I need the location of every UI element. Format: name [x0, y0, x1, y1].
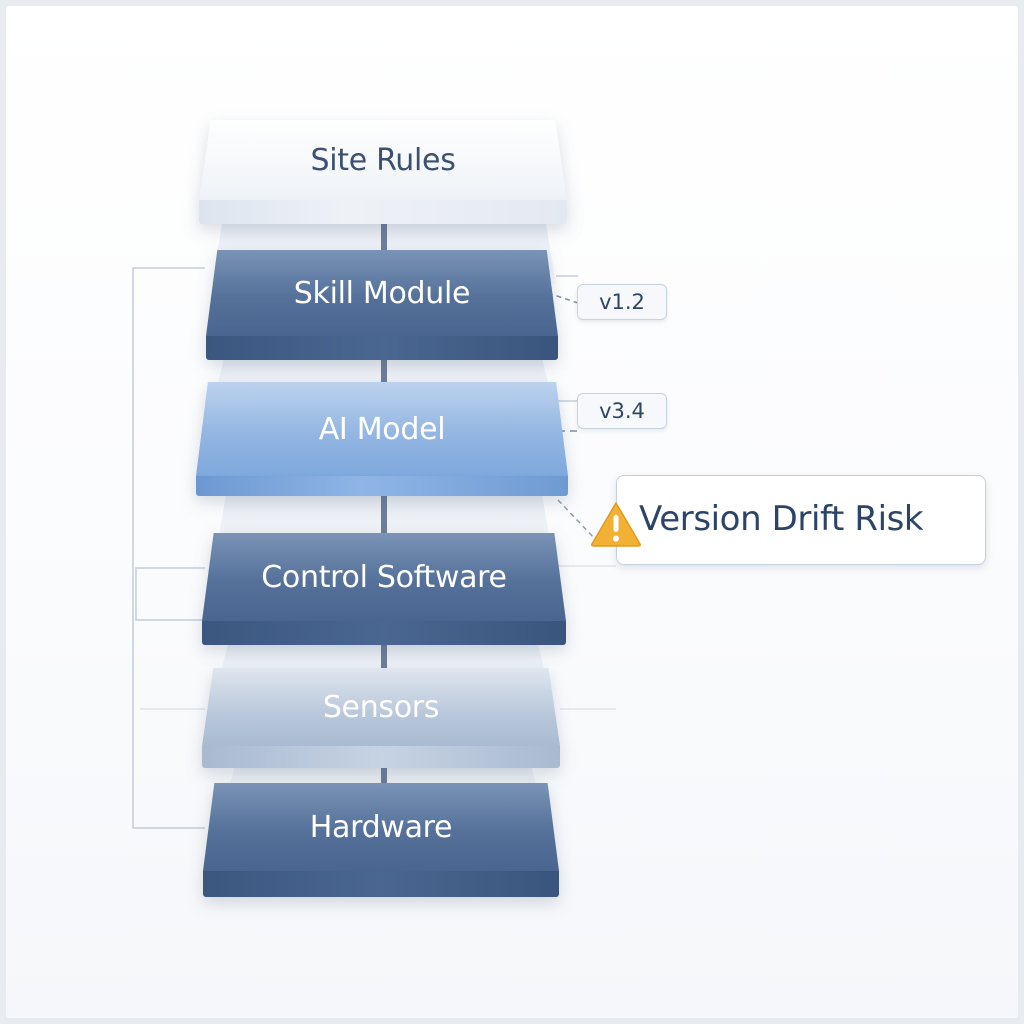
layer-hardware-label: Hardware: [203, 783, 559, 871]
connector-spine: [381, 358, 387, 382]
version-tag-ai-model-text: v3.4: [599, 399, 645, 423]
version-drift-callout: Version Drift Risk: [616, 475, 986, 565]
layer-skill-module-edge: [206, 336, 558, 360]
warning-icon: [591, 502, 641, 547]
layer-hardware: Hardware: [203, 783, 559, 897]
version-tag-skill-module-text: v1.2: [599, 290, 645, 314]
version-tag-ai-model: v3.4: [577, 393, 667, 429]
layer-ai-model: AI Model: [196, 382, 568, 496]
connector-spine: [381, 644, 387, 668]
layer-sensors: Sensors: [202, 668, 560, 768]
layer-control-software-label: Control Software: [202, 533, 566, 621]
connector-spine: [381, 494, 387, 534]
connector-spine: [381, 766, 387, 784]
layer-skill-module: Skill Module: [206, 250, 558, 360]
layer-skill-module-label: Skill Module: [206, 250, 558, 336]
layer-hardware-edge: [203, 871, 559, 897]
layer-site-rules-edge: [199, 200, 567, 224]
layer-control-software: Control Software: [202, 533, 566, 645]
layer-site-rules-label: Site Rules: [199, 120, 567, 200]
layer-ai-model-label: AI Model: [196, 382, 568, 476]
version-tag-skill-module: v1.2: [577, 284, 667, 320]
callout-text: Version Drift Risk: [639, 499, 924, 539]
connector-spine: [381, 200, 387, 252]
layer-control-software-edge: [202, 621, 566, 645]
layer-sensors-label: Sensors: [202, 668, 560, 746]
layer-site-rules: Site Rules: [199, 120, 567, 224]
layer-sensors-edge: [202, 746, 560, 768]
layer-ai-model-edge: [196, 476, 568, 496]
